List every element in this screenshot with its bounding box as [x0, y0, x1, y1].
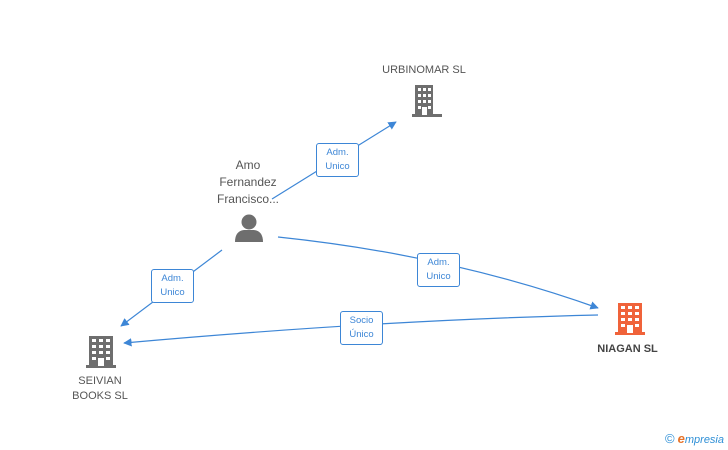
- node-label-urbinomar[interactable]: URBINOMAR SL: [382, 64, 466, 76]
- edge-label-line: Adm.: [427, 257, 450, 268]
- empresia-watermark: © empresia: [665, 431, 724, 446]
- node-label-niagan[interactable]: NIAGAN SL: [597, 343, 658, 355]
- person-label-line: Fernandez: [219, 175, 277, 189]
- edge-label-line: Socio: [349, 315, 374, 326]
- edge-label-line: Adm.: [326, 147, 349, 158]
- seivian-label-line: SEIVIAN: [78, 375, 122, 387]
- edge-label-niagan-seivian[interactable]: Socio Único: [340, 311, 383, 345]
- building-icon[interactable]: [86, 336, 116, 368]
- person-icon[interactable]: [235, 214, 263, 243]
- brand-logo: empresia: [678, 431, 724, 446]
- brand-rest: mpresia: [684, 434, 724, 446]
- person-label-line: Francisco...: [216, 192, 279, 206]
- person-label-line: Amo: [235, 158, 261, 172]
- edge-label-line: Adm.: [161, 273, 184, 284]
- edge-label-line: Unico: [426, 271, 451, 282]
- seivian-label-line: BOOKS SL: [72, 390, 128, 402]
- copyright-symbol: ©: [665, 431, 675, 446]
- node-label-person[interactable]: Amo Fernandez Francisco...: [200, 157, 296, 208]
- node-label-seivian[interactable]: SEIVIAN BOOKS SL: [55, 374, 145, 404]
- edge-label-person-niagan[interactable]: Adm. Unico: [417, 253, 460, 287]
- edge-label-line: Unico: [325, 161, 350, 172]
- edge-label-person-seivian[interactable]: Adm. Unico: [151, 269, 194, 303]
- edge-label-person-urbinomar[interactable]: Adm. Unico: [316, 143, 359, 177]
- brand-initial: e: [677, 431, 685, 446]
- edge-label-line: Unico: [160, 287, 185, 298]
- edge-label-line: Único: [349, 329, 374, 340]
- building-icon[interactable]: [412, 85, 442, 117]
- building-icon[interactable]: [615, 303, 645, 335]
